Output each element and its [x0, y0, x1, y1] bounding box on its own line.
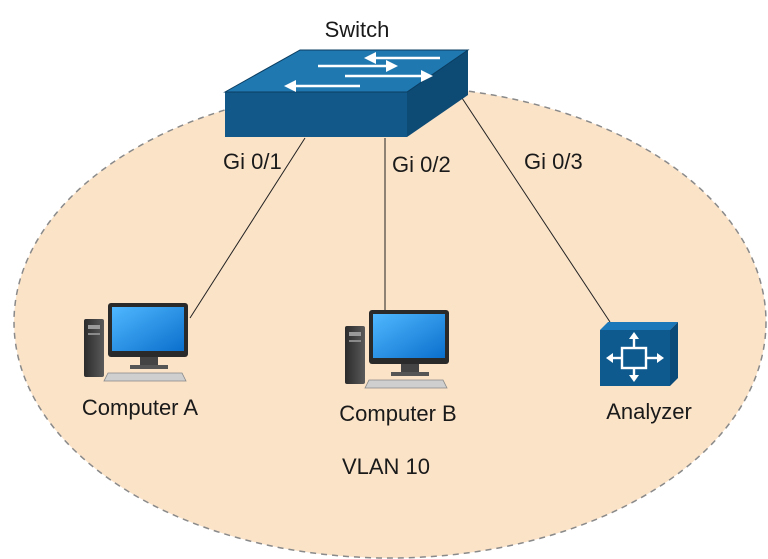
link-gi03-analyzer [459, 94, 611, 323]
switch-label: Switch [325, 17, 390, 42]
vlan-label: VLAN 10 [342, 454, 430, 479]
computer-b-icon[interactable] [345, 310, 449, 389]
analyzer-icon[interactable] [600, 322, 678, 386]
port-label-gi02: Gi 0/2 [392, 152, 451, 177]
node-label-computer-a: Computer A [82, 395, 198, 420]
node-label-computer-b: Computer B [339, 401, 456, 426]
node-label-analyzer: Analyzer [606, 399, 692, 424]
port-label-gi01: Gi 0/1 [223, 149, 282, 174]
link-gi01-computer-a [189, 137, 306, 319]
switch-icon[interactable] [223, 49, 470, 137]
computer-a-icon[interactable] [84, 303, 188, 382]
port-label-gi03: Gi 0/3 [524, 149, 583, 174]
